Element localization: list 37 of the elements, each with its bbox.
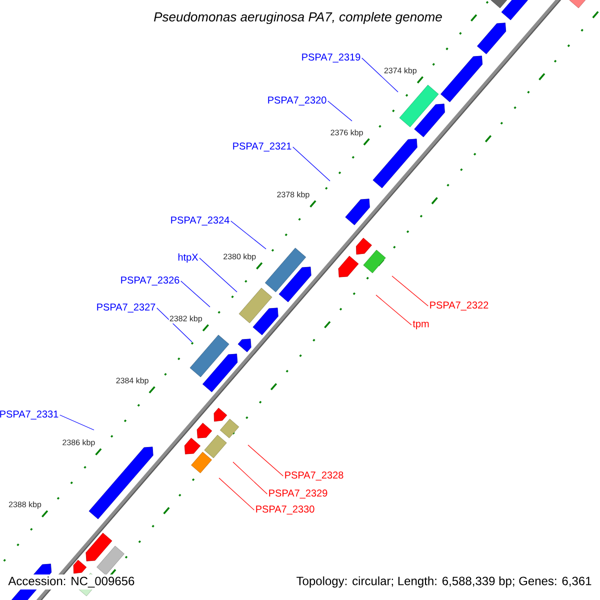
leader-line bbox=[376, 294, 412, 326]
leader-line bbox=[328, 100, 352, 122]
gene-label: PSPA7_2319 bbox=[302, 54, 360, 62]
tick-label: 2382 kbp bbox=[168, 314, 203, 324]
gene-label: PSPA7_2331 bbox=[0, 410, 58, 420]
gene-label: PSPA7_2322 bbox=[430, 302, 488, 310]
gene-label: PSPA7_2320 bbox=[268, 96, 326, 106]
leader-line bbox=[230, 220, 266, 250]
leader-line bbox=[362, 58, 398, 92]
tick-label: 2380 kbp bbox=[222, 252, 257, 262]
tick-label: 2376 kbp bbox=[330, 128, 364, 138]
leader-line bbox=[60, 414, 94, 430]
leader-line bbox=[199, 258, 238, 292]
leader-line bbox=[218, 478, 254, 510]
tick-label: 2378 kbp bbox=[276, 190, 310, 200]
gene-label: PSPA7_2329 bbox=[269, 490, 328, 498]
gene-label: PSPA7_2327 bbox=[97, 304, 156, 312]
leader-line bbox=[392, 276, 428, 306]
gene-label: PSPA7_2324 bbox=[171, 216, 230, 226]
leader-line bbox=[248, 444, 284, 476]
tick-label: 2388 kbp bbox=[8, 500, 42, 510]
leader-line bbox=[232, 462, 268, 494]
accession-label: Accession: NC_009656 bbox=[6, 574, 137, 590]
leader-line bbox=[292, 146, 330, 182]
tick-label: 2386 kbp bbox=[62, 438, 96, 448]
tick-label: 2384 kbp bbox=[115, 376, 150, 386]
gene-label: htpX bbox=[178, 253, 198, 263]
gene-label: PSPA7_2330 bbox=[256, 506, 314, 514]
gene-label: tpm bbox=[412, 320, 429, 330]
leader-line bbox=[180, 280, 210, 308]
leader-line bbox=[156, 308, 192, 342]
title: Pseudomonas aeruginosa PA7, complete genome bbox=[154, 12, 442, 24]
gene-label: PSPA7_2328 bbox=[285, 472, 344, 480]
genome-stats-label: Topology: circular; Length: 6,588,339 bp; Genes: 6,361 bbox=[294, 574, 594, 590]
tick-label: 2374 kbp bbox=[383, 66, 418, 76]
gene-label: PSPA7_2321 bbox=[233, 142, 292, 152]
gene-label: PSPA7_2326 bbox=[121, 276, 180, 286]
